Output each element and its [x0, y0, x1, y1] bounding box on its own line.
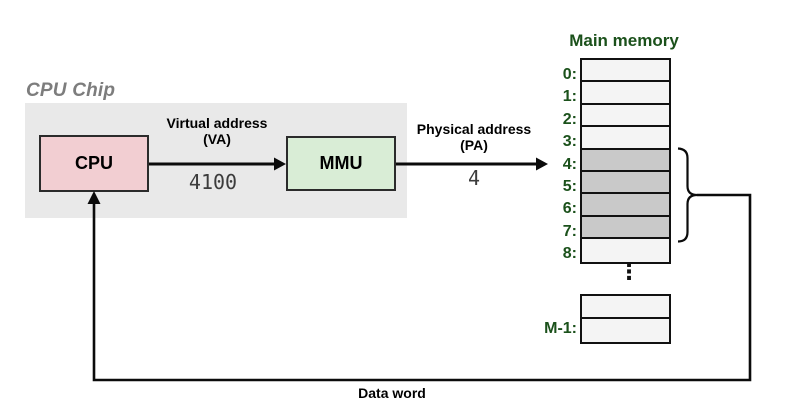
data-word-label: Data word [358, 385, 426, 401]
memory-cell [582, 171, 669, 195]
memory-cell [582, 216, 669, 240]
brace [677, 147, 698, 243]
virtual-address-value: 4100 [188, 170, 238, 194]
physical-address-label-line2: (PA) [460, 137, 488, 153]
memory-cell [582, 127, 669, 150]
va-arrow [149, 157, 286, 171]
mmu-box-label: MMU [319, 153, 363, 173]
memory-row-label: 5: [562, 178, 577, 195]
memory-row-label: M-1: [544, 320, 577, 337]
memory-row-label: 3: [562, 133, 577, 151]
memory-row-label: 8: [562, 245, 577, 263]
memory-row-label: 7: [562, 222, 577, 240]
memory-cell [582, 104, 669, 128]
memory-row-label: 2: [562, 110, 577, 128]
vertical-ellipsis-icon: ⋮ [618, 260, 640, 285]
memory-cell [582, 60, 669, 83]
memory-row-label: 1: [562, 88, 577, 106]
cpu-box-label: CPU [74, 153, 113, 173]
memory-cell [582, 194, 669, 217]
virtual-address-label: Virtual address (VA) [148, 115, 286, 147]
memory-cell [582, 149, 669, 172]
memory-row-label: 0: [562, 66, 577, 83]
virtual-address-label-line2: (VA) [203, 131, 231, 147]
physical-address-label: Physical address (PA) [400, 121, 548, 153]
physical-address-value: 4 [467, 166, 481, 190]
pa-arrow [396, 157, 548, 171]
memory-cell [582, 319, 669, 342]
data-word-return-path [87, 191, 752, 382]
memory-cell [582, 296, 669, 319]
memory-row-label: 4: [562, 155, 577, 173]
memory-cell [582, 239, 669, 262]
physical-address-label-line1: Physical address [416, 121, 532, 137]
virtual-address-label-line1: Virtual address [166, 115, 268, 131]
main-memory-title: Main memory [569, 31, 679, 50]
main-memory-tail-box [580, 294, 671, 344]
main-memory-box [580, 58, 671, 264]
cpu-chip-label: CPU Chip [26, 80, 116, 101]
mmu-box: MMU [286, 136, 396, 191]
memory-row-label: 6: [562, 200, 577, 218]
memory-cell [582, 82, 669, 105]
